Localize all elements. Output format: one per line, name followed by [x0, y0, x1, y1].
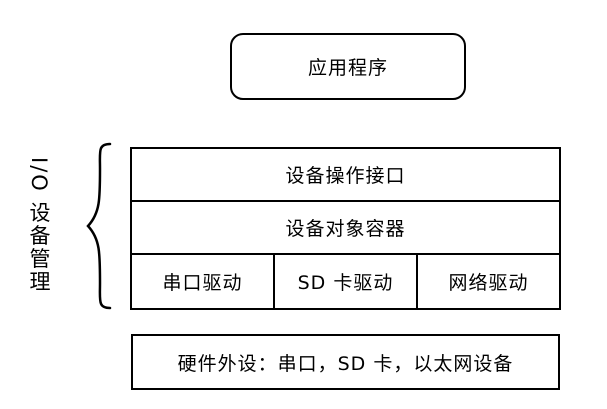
sd-card-driver-label: SD 卡驱动	[297, 272, 394, 294]
device-operation-interface-label: 设备操作接口	[285, 165, 406, 187]
io-management-stack: 设备操作接口 设备对象容器 串口驱动 SD 卡驱动 网络驱动	[130, 147, 561, 310]
device-object-container-box: 设备对象容器	[132, 202, 559, 255]
network-driver-box: 网络驱动	[416, 255, 559, 308]
sd-card-driver-box: SD 卡驱动	[273, 255, 416, 308]
device-object-container-label: 设备对象容器	[285, 218, 406, 240]
application-box-label: 应用程序	[307, 57, 388, 79]
hardware-peripherals-label: 硬件外设：串口，SD 卡，以太网设备	[177, 352, 514, 375]
curly-brace-icon	[86, 142, 112, 310]
network-driver-label: 网络驱动	[448, 272, 529, 294]
hardware-peripherals-box: 硬件外设：串口，SD 卡，以太网设备	[131, 334, 560, 390]
io-device-management-label: I/O 设备管理	[27, 156, 51, 294]
application-box: 应用程序	[230, 33, 466, 100]
serial-driver-label: 串口驱动	[162, 272, 243, 294]
driver-row: 串口驱动 SD 卡驱动 网络驱动	[132, 255, 559, 308]
serial-driver-box: 串口驱动	[132, 255, 273, 308]
device-operation-interface-box: 设备操作接口	[132, 149, 559, 202]
